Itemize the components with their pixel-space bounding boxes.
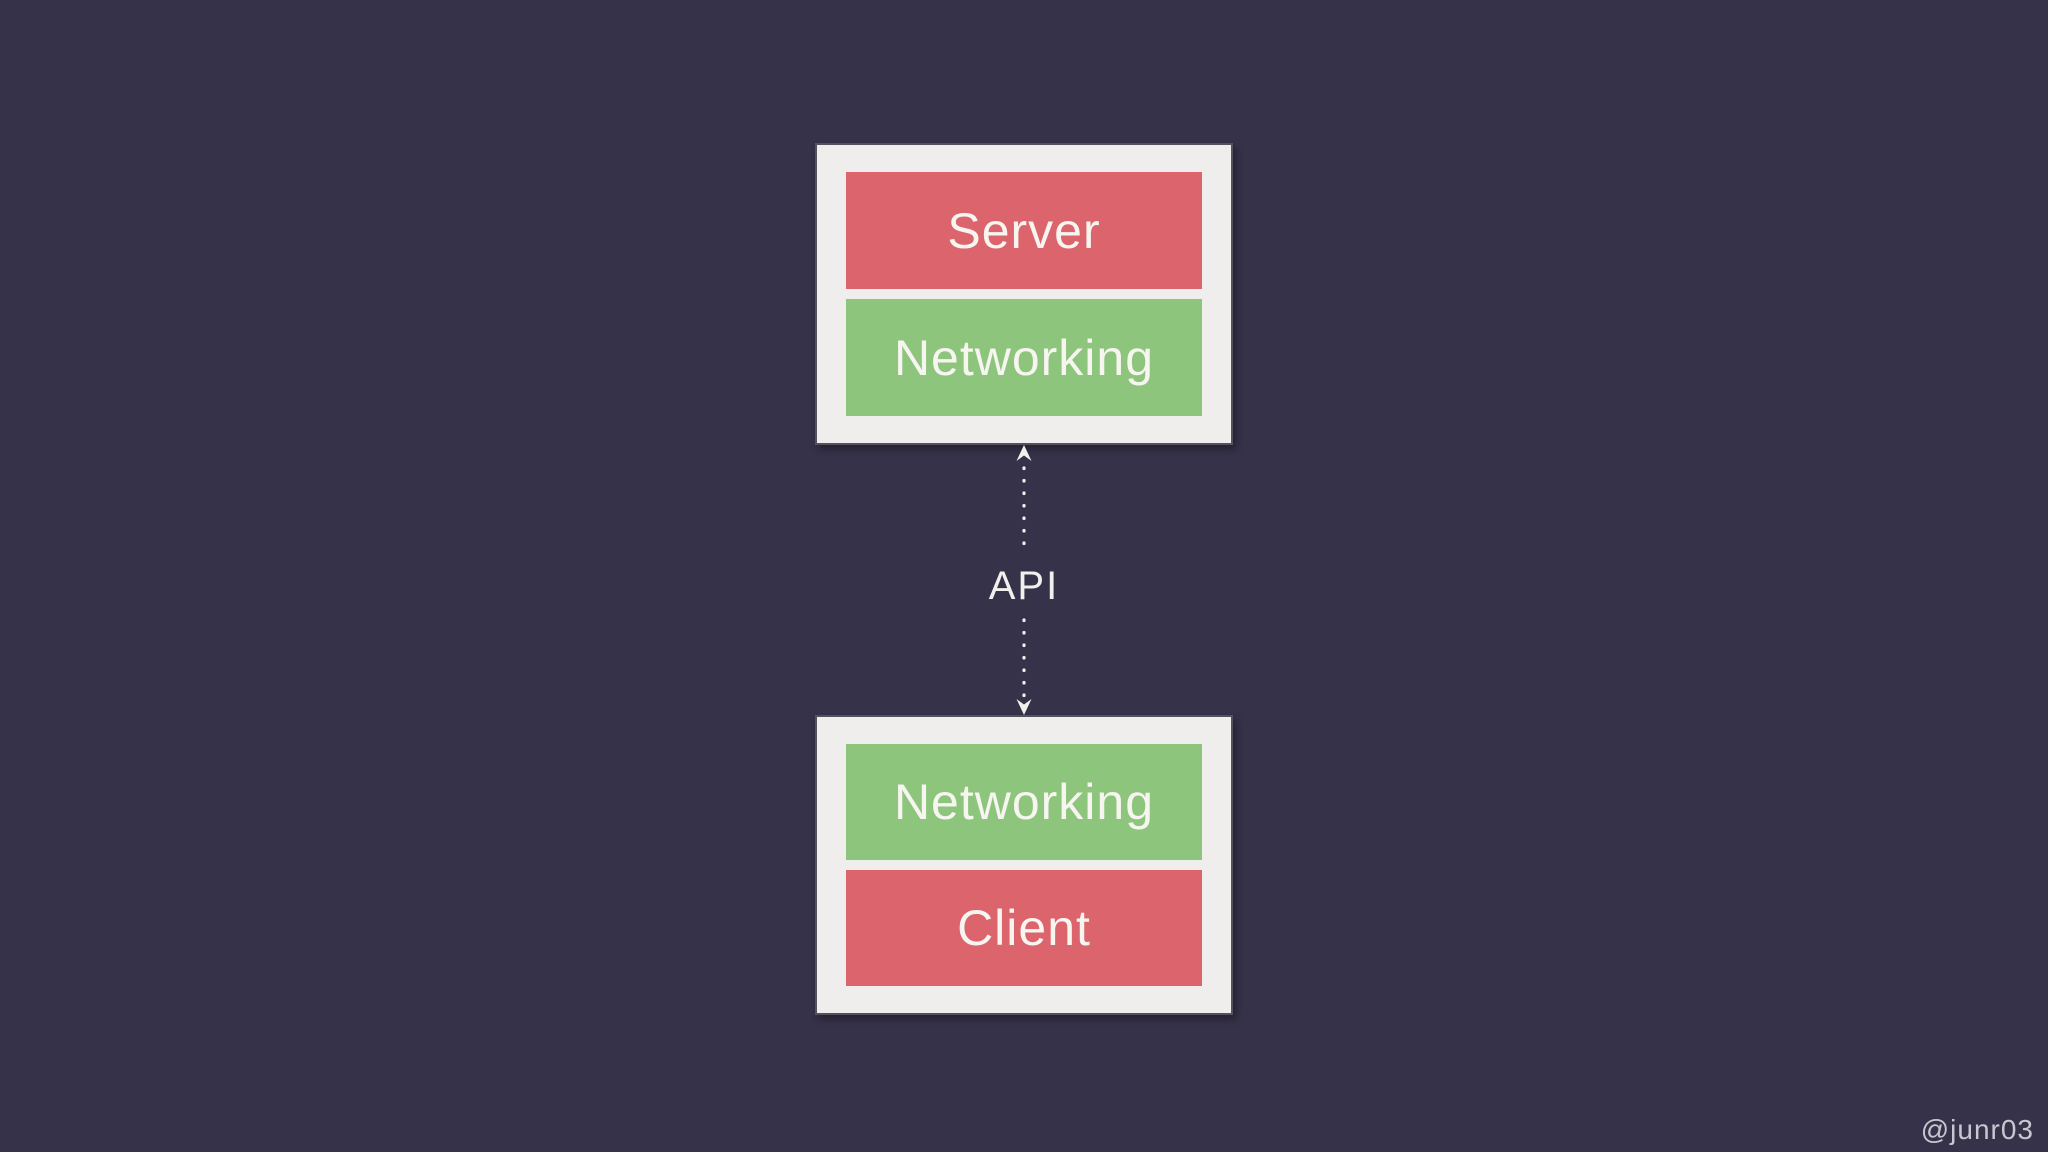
api-connector-arrow: [1016, 445, 1032, 715]
server-networking-layer: Networking: [846, 299, 1202, 416]
client-layer-label: Client: [957, 900, 1091, 956]
client-stack-node: Networking Client: [815, 715, 1233, 1015]
api-connector-label: API: [944, 558, 1104, 614]
server-layer-label: Server: [947, 202, 1101, 259]
arrowhead-up-icon: [1016, 445, 1032, 461]
server-layer: Server: [846, 172, 1202, 289]
client-networking-layer: Networking: [846, 744, 1202, 860]
client-networking-layer-label: Networking: [893, 774, 1155, 830]
watermark-handle: @junr03: [1920, 1114, 2034, 1145]
arrowhead-down-icon: [1016, 699, 1032, 715]
server-networking-layer-label: Networking: [893, 329, 1155, 386]
client-layer: Client: [846, 870, 1202, 986]
server-stack-node: Server Networking: [815, 143, 1233, 445]
